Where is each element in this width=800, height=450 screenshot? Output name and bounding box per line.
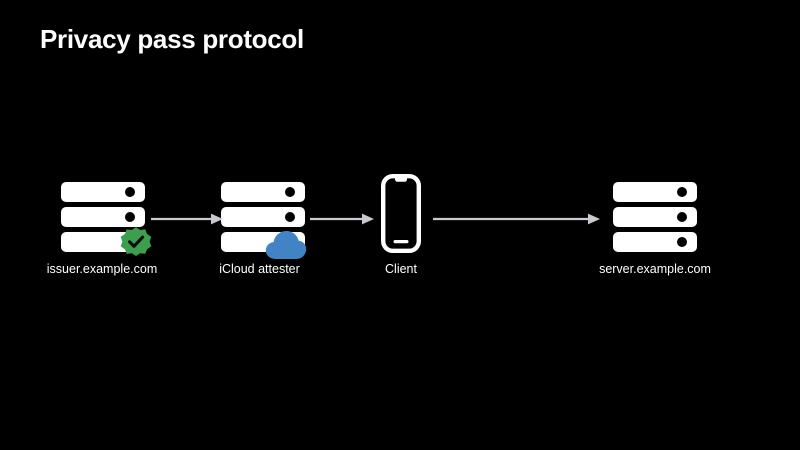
protocol-flow-diagram: issuer.example.com: [0, 160, 800, 290]
node-label-client: Client: [385, 262, 417, 276]
diagram-node-attester[interactable]: iCloud attester: [182, 160, 337, 290]
node-label-attester: iCloud attester: [219, 262, 300, 276]
server-led-icon: [677, 187, 687, 197]
server-led-icon: [285, 212, 295, 222]
client-icon-group: [355, 160, 447, 255]
server-bar: [61, 182, 145, 202]
issuer-icon-group: [22, 160, 182, 256]
server-icon-group: [570, 160, 740, 255]
arrow-issuer-to-attester: [151, 212, 223, 226]
smartphone-icon: [381, 174, 421, 253]
server-led-icon: [125, 212, 135, 222]
server-led-icon: [285, 187, 295, 197]
diagram-node-client[interactable]: Client: [355, 160, 447, 290]
server-led-icon: [125, 187, 135, 197]
server-bar: [61, 207, 145, 227]
server-rack-icon: [221, 182, 305, 252]
verified-check-badge-icon: [119, 226, 153, 260]
attester-icon-group: [182, 160, 337, 259]
node-label-server: server.example.com: [599, 262, 711, 276]
server-bar: [613, 182, 697, 202]
server-led-icon: [677, 237, 687, 247]
server-bar: [613, 232, 697, 252]
server-rack-icon: [613, 182, 697, 252]
diagram-node-issuer[interactable]: issuer.example.com: [22, 160, 182, 290]
cloud-badge-icon: [265, 228, 307, 260]
arrow-attester-to-client: [310, 212, 374, 226]
server-bar: [221, 182, 305, 202]
server-bar: [221, 207, 305, 227]
diagram-node-server[interactable]: server.example.com: [570, 160, 740, 290]
page-title: Privacy pass protocol: [40, 24, 304, 54]
server-led-icon: [677, 212, 687, 222]
server-bar: [613, 207, 697, 227]
arrow-client-to-server: [433, 212, 600, 226]
node-label-issuer: issuer.example.com: [46, 262, 158, 276]
